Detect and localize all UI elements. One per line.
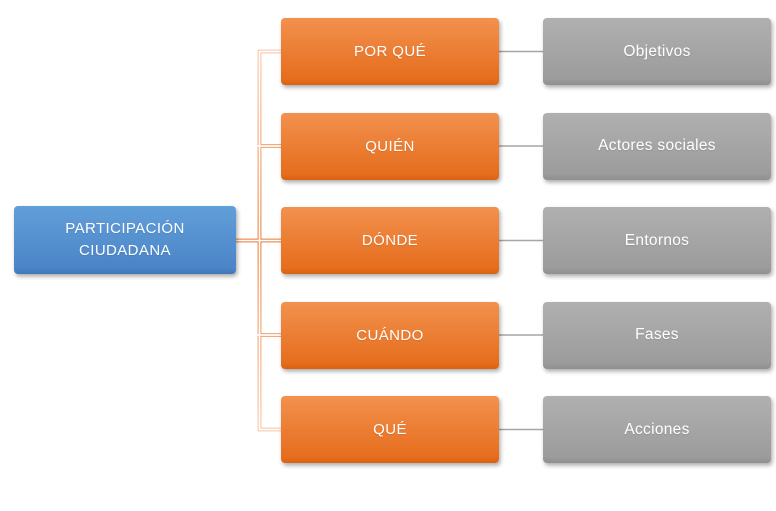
- root-node-label: PARTICIPACIÓN CIUDADANA: [57, 218, 192, 262]
- root-node: PARTICIPACIÓN CIUDADANA: [14, 206, 236, 274]
- answer-node-objetivos: Objetivos: [543, 18, 771, 85]
- root-label-line1: PARTICIPACIÓN: [65, 220, 185, 238]
- answer-node-entornos: Entornos: [543, 207, 771, 274]
- answer-label: Objetivos: [623, 42, 691, 60]
- question-label: QUÉ: [373, 421, 407, 438]
- answer-node-actores-sociales: Actores sociales: [543, 112, 771, 180]
- root-label-line2: CIUDADANA: [79, 242, 171, 259]
- question-node-donde: DÓNDE: [281, 207, 499, 274]
- question-node-quien: QUIÉN: [281, 112, 499, 180]
- question-label: CUÁNDO: [356, 326, 424, 344]
- answer-label: Entornos: [624, 231, 690, 249]
- question-label: DÓNDE: [361, 232, 419, 249]
- answer-link-lines: [499, 50, 544, 431]
- question-node-por-que: POR QUÉ: [281, 18, 499, 85]
- question-node-cuando: CUÁNDO: [281, 301, 499, 369]
- answer-node-fases: Fases: [543, 301, 771, 369]
- question-label: POR QUÉ: [354, 43, 426, 60]
- answer-label: Actores sociales: [598, 137, 716, 154]
- question-node-que: QUÉ: [281, 396, 499, 463]
- answer-label: Fases: [635, 326, 679, 343]
- question-label: QUIÉN: [365, 137, 415, 155]
- answer-node-acciones: Acciones: [543, 396, 771, 463]
- answer-label: Acciones: [624, 420, 690, 438]
- connector-core-lines: [235, 50, 282, 431]
